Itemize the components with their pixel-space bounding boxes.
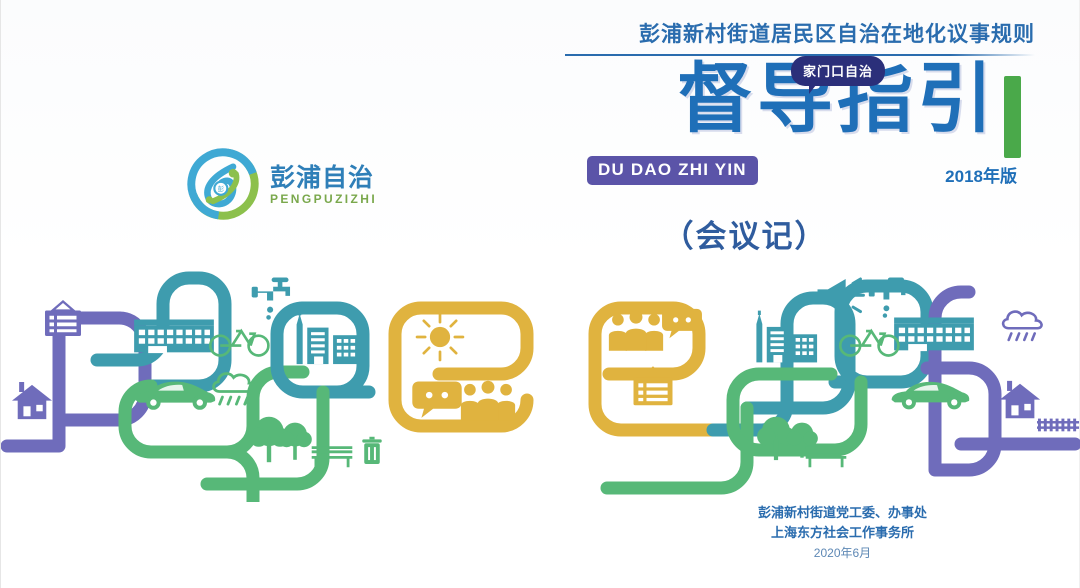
sun-icon xyxy=(415,312,465,362)
people-group-icon xyxy=(608,310,664,351)
credit-date: 2020年6月 xyxy=(813,546,872,560)
people-group-icon xyxy=(460,380,516,421)
title-accent-bar xyxy=(1004,76,1021,159)
subtitle-parenthetical: （会议记） xyxy=(662,219,828,255)
document-subtitle: 彭浦新村街道居民区自治在地化议事规则 xyxy=(639,23,1035,46)
ribbon-yellow-left xyxy=(388,301,534,433)
ribbon-yellow-right xyxy=(588,301,720,437)
title-artwork: 督导指引 家门口自治 DU DAO ZHI YIN 2018年版 xyxy=(565,56,1035,197)
ribbon-green-right-1 xyxy=(600,401,754,495)
ribbon-green-left-2 xyxy=(200,385,330,491)
ribbon-purple-left xyxy=(0,311,126,453)
brand-logo: 彭 彭浦自治 PENGPUZIZHI xyxy=(187,148,377,225)
fence-icon xyxy=(1037,418,1080,432)
pinyin-badge: DU DAO ZHI YIN xyxy=(587,156,758,186)
ribbon-teal-left-2 xyxy=(270,301,376,399)
edition-tag: 2018年版 xyxy=(945,167,1017,187)
ribbon-teal-right-2 xyxy=(828,279,934,389)
trash-bin-icon xyxy=(362,436,382,464)
logo-wordmark: 彭浦自治 PENGPUZIZHI xyxy=(270,163,378,208)
city-community-illustration xyxy=(0,262,1080,509)
bench-icon xyxy=(804,446,848,469)
house-icon xyxy=(999,380,1041,419)
bulletin-board-icon xyxy=(43,300,83,338)
title-divider xyxy=(565,54,1035,57)
header-block: 彭浦新村街道居民区自治在地化议事规则 督导指引 家门口自治 DU DAO ZHI… xyxy=(565,22,1035,256)
cloud-rain-icon xyxy=(1001,310,1043,342)
speech-bubble-badge: 家门口自治 xyxy=(790,56,885,95)
logo-name-en: PENGPUZIZHI xyxy=(270,192,378,207)
svg-text:彭: 彭 xyxy=(218,184,225,193)
credits-block: 彭浦新村街道党工委、办事处 上海东方社会工作事务所 2020年6月 xyxy=(758,503,927,562)
ribbon-green-right-2 xyxy=(726,367,868,457)
tree-icon xyxy=(278,422,312,460)
house-icon xyxy=(12,382,52,420)
circular-leaf-emblem-icon: 彭 xyxy=(187,148,259,225)
apartment-building-icon xyxy=(894,317,974,352)
speech-bubble-icon xyxy=(412,381,462,418)
logo-name-cn: 彭浦自治 xyxy=(270,163,375,192)
apartment-building-icon xyxy=(134,319,214,354)
credit-organization-1: 彭浦新村街道党工委、办事处 xyxy=(757,505,927,520)
credit-organization-2: 上海东方社会工作事务所 xyxy=(770,524,914,540)
ribbon-purple-right xyxy=(920,285,1002,477)
